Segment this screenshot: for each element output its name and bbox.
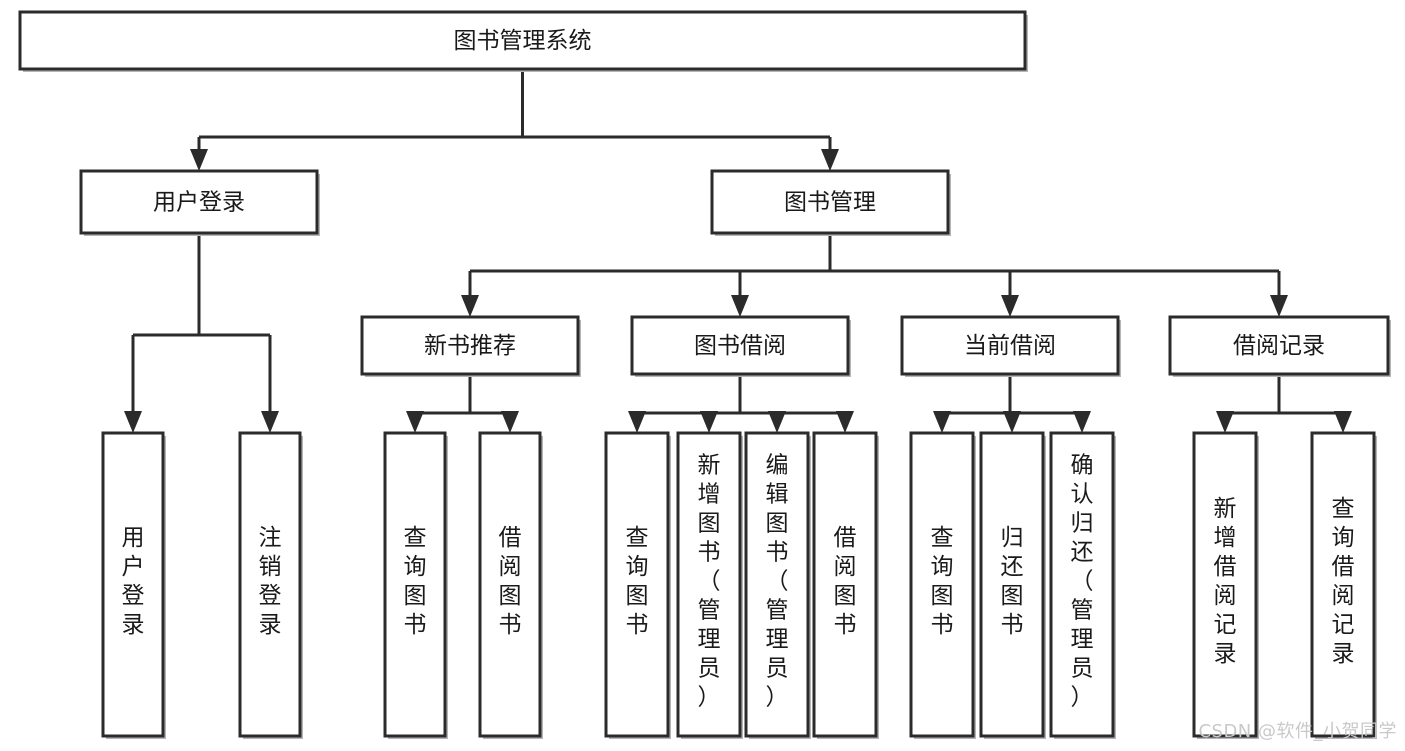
node-label: 新书推荐	[424, 333, 516, 359]
node-leaf-user-login[interactable]: 用户登录	[101, 431, 166, 739]
arrow-head-icon	[461, 295, 479, 317]
arrow-head-icon	[821, 149, 839, 171]
node-label-vertical: 查询借阅记录	[1332, 496, 1355, 667]
node-label-vertical: 新增图书（管理员）	[698, 453, 721, 711]
node-rect[interactable]	[101, 431, 165, 738]
node-label: 当前借阅	[964, 333, 1056, 359]
node-rect[interactable]	[676, 431, 742, 738]
node-rect[interactable]	[812, 431, 878, 738]
node-label: 图书管理系统	[454, 28, 592, 54]
node-label-vertical: 新增借阅记录	[1214, 496, 1237, 667]
node-rect[interactable]	[478, 431, 542, 738]
node-root-root[interactable]: 图书管理系统	[18, 10, 1028, 72]
node-label-vertical: 借阅图书	[834, 525, 857, 638]
node-leaf-edit-book[interactable]: 编辑图书（管理员）	[744, 431, 811, 739]
node-label-vertical: 编辑图书（管理员）	[766, 453, 789, 711]
arrow-head-icon	[261, 411, 279, 433]
arrow-head-icon	[190, 149, 208, 171]
node-rect[interactable]	[383, 431, 447, 738]
node-label-vertical: 查询图书	[931, 525, 954, 638]
node-leaf-add-record[interactable]: 新增借阅记录	[1192, 431, 1259, 739]
arrow-head-icon	[406, 411, 424, 433]
arrow-head-icon	[1216, 411, 1234, 433]
node-user-login[interactable]: 用户登录	[79, 169, 320, 236]
arrow-head-icon	[501, 411, 519, 433]
node-rect[interactable]	[79, 169, 319, 235]
arrow-head-icon	[836, 411, 854, 433]
arrow-head-icon	[1334, 411, 1352, 433]
node-rect[interactable]	[909, 431, 975, 738]
arrow-head-icon	[1270, 295, 1288, 317]
watermark-text: CSDN @软件_小贺同学	[1198, 721, 1397, 742]
node-leaf-add-book[interactable]: 新增图书（管理员）	[676, 431, 743, 739]
node-label: 图书借阅	[694, 333, 786, 359]
arrow-head-icon	[933, 411, 951, 433]
node-leaf-borrow-book-1[interactable]: 借阅图书	[478, 431, 543, 739]
arrow-head-icon	[731, 295, 749, 317]
node-leaf-query-book-1[interactable]: 查询图书	[383, 431, 448, 739]
node-leaf-query-book-2[interactable]: 查询图书	[604, 431, 671, 739]
node-label-vertical: 确认归还（管理员）	[1071, 453, 1094, 711]
node-rect[interactable]	[744, 431, 810, 738]
node-label-vertical: 借阅图书	[499, 525, 522, 638]
node-label-vertical: 查询图书	[404, 525, 427, 638]
arrow-head-icon	[628, 411, 646, 433]
node-leaf-return-book[interactable]: 归还图书	[979, 431, 1046, 739]
node-leaf-logout[interactable]: 注销登录	[238, 431, 303, 739]
node-label: 图书管理	[784, 190, 876, 216]
arrow-head-icon	[1003, 411, 1021, 433]
node-label-vertical: 归还图书	[1001, 525, 1024, 638]
node-leaf-query-book-3[interactable]: 查询图书	[909, 431, 976, 739]
node-rect[interactable]	[979, 431, 1045, 738]
node-leaf-borrow-book-2[interactable]: 借阅图书	[812, 431, 879, 739]
node-rect[interactable]	[604, 431, 670, 738]
node-new-book-rec[interactable]: 新书推荐	[360, 315, 581, 377]
arrow-head-icon	[124, 411, 142, 433]
node-rect[interactable]	[18, 10, 1027, 71]
connector-layer	[124, 69, 1352, 433]
arrow-head-icon	[1001, 295, 1019, 317]
node-label: 借阅记录	[1233, 333, 1325, 359]
node-layer: 图书管理系统用户登录图书管理新书推荐图书借阅当前借阅借阅记录用户登录注销登录查询…	[18, 10, 1391, 739]
node-rect[interactable]	[1310, 431, 1376, 738]
node-rect[interactable]	[238, 431, 302, 738]
node-label-vertical: 查询图书	[626, 525, 649, 638]
node-leaf-confirm-return[interactable]: 确认归还（管理员）	[1049, 431, 1116, 739]
node-book-manage[interactable]: 图书管理	[710, 169, 951, 236]
node-current-borrow[interactable]: 当前借阅	[900, 315, 1121, 377]
arrow-head-icon	[768, 411, 786, 433]
node-book-borrow[interactable]: 图书借阅	[630, 315, 851, 377]
node-rect[interactable]	[710, 169, 950, 235]
node-leaf-query-record[interactable]: 查询借阅记录	[1310, 431, 1377, 739]
node-rect[interactable]	[1049, 431, 1115, 738]
arrow-head-icon	[700, 411, 718, 433]
node-label-vertical: 用户登录	[122, 525, 145, 638]
node-rect[interactable]	[360, 315, 580, 376]
node-label-vertical: 注销登录	[259, 525, 282, 638]
node-rect[interactable]	[1192, 431, 1258, 738]
node-label: 用户登录	[153, 190, 245, 216]
arrow-head-icon	[1073, 411, 1091, 433]
node-rect[interactable]	[900, 315, 1120, 376]
node-rect[interactable]	[1168, 315, 1390, 376]
node-rect[interactable]	[630, 315, 850, 376]
node-borrow-record[interactable]: 借阅记录	[1168, 315, 1391, 377]
